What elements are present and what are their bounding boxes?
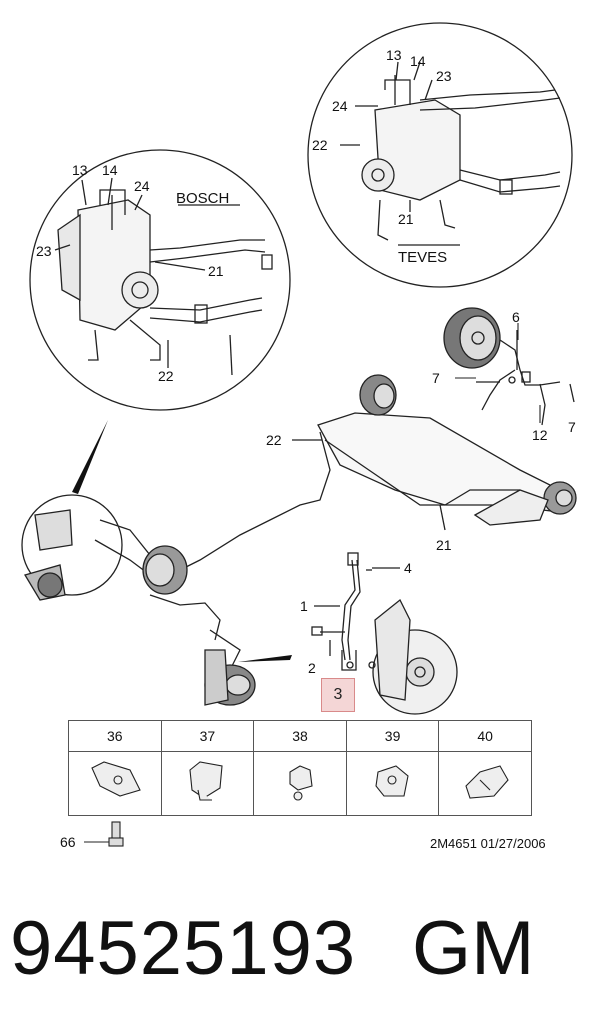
label-7b: 7	[568, 419, 576, 435]
parts-table: 36 37 38 39 40	[68, 720, 532, 816]
part-number: 94525193	[10, 906, 357, 991]
pointer-to-caliper	[238, 655, 292, 662]
label-21b: 21	[398, 211, 414, 227]
pointer-to-bosch	[72, 420, 108, 494]
label-2: 2	[308, 660, 316, 676]
label-23b: 23	[436, 68, 452, 84]
front-left-assembly	[21, 494, 256, 706]
part-header-36: 36	[68, 720, 162, 752]
label-bosch: BOSCH	[176, 190, 229, 207]
part-cell-39	[345, 751, 440, 816]
bosch-detail	[29, 149, 291, 411]
highlighted-part-3: 3	[321, 678, 355, 712]
label-13b: 13	[386, 47, 402, 63]
highlight-label: 3	[333, 686, 343, 703]
label-7a: 7	[432, 370, 440, 386]
front-right-brake-hose	[311, 552, 458, 715]
label-23a: 23	[36, 243, 52, 259]
part-header-40: 40	[438, 720, 532, 752]
part-cell-38	[253, 751, 347, 816]
label-22c: 22	[266, 432, 282, 448]
label-24b: 24	[332, 98, 348, 114]
part-header-39: 39	[345, 720, 440, 752]
brand-name: GM	[412, 906, 535, 991]
label-22a: 22	[158, 368, 174, 384]
parts-table-header: 36 37 38 39 40	[68, 720, 532, 752]
rear-axle	[179, 374, 577, 571]
label-1: 1	[300, 598, 308, 614]
parts-table-icons-row	[68, 751, 532, 816]
screw-icon	[84, 821, 124, 847]
label-4: 4	[404, 560, 412, 576]
label-6: 6	[512, 309, 520, 325]
part-header-38: 38	[253, 720, 347, 752]
label-14b: 14	[410, 53, 426, 69]
label-14a: 14	[102, 162, 118, 178]
figure-code: 2M4651 01/27/2006	[430, 836, 546, 851]
label-21a: 21	[208, 263, 224, 279]
teves-detail	[307, 22, 573, 288]
part-cell-40	[438, 751, 532, 816]
label-22b: 22	[312, 137, 328, 153]
label-66: 66	[60, 834, 76, 850]
part-cell-36	[68, 751, 162, 816]
label-24a: 24	[134, 178, 150, 194]
part-header-37: 37	[160, 720, 255, 752]
part-cell-37	[160, 751, 255, 816]
label-21c: 21	[436, 537, 452, 553]
drum-leaders	[455, 323, 541, 423]
label-12: 12	[532, 427, 548, 443]
rear-drum-assembly	[443, 307, 575, 426]
label-13a: 13	[72, 162, 88, 178]
label-teves: TEVES	[398, 249, 447, 266]
